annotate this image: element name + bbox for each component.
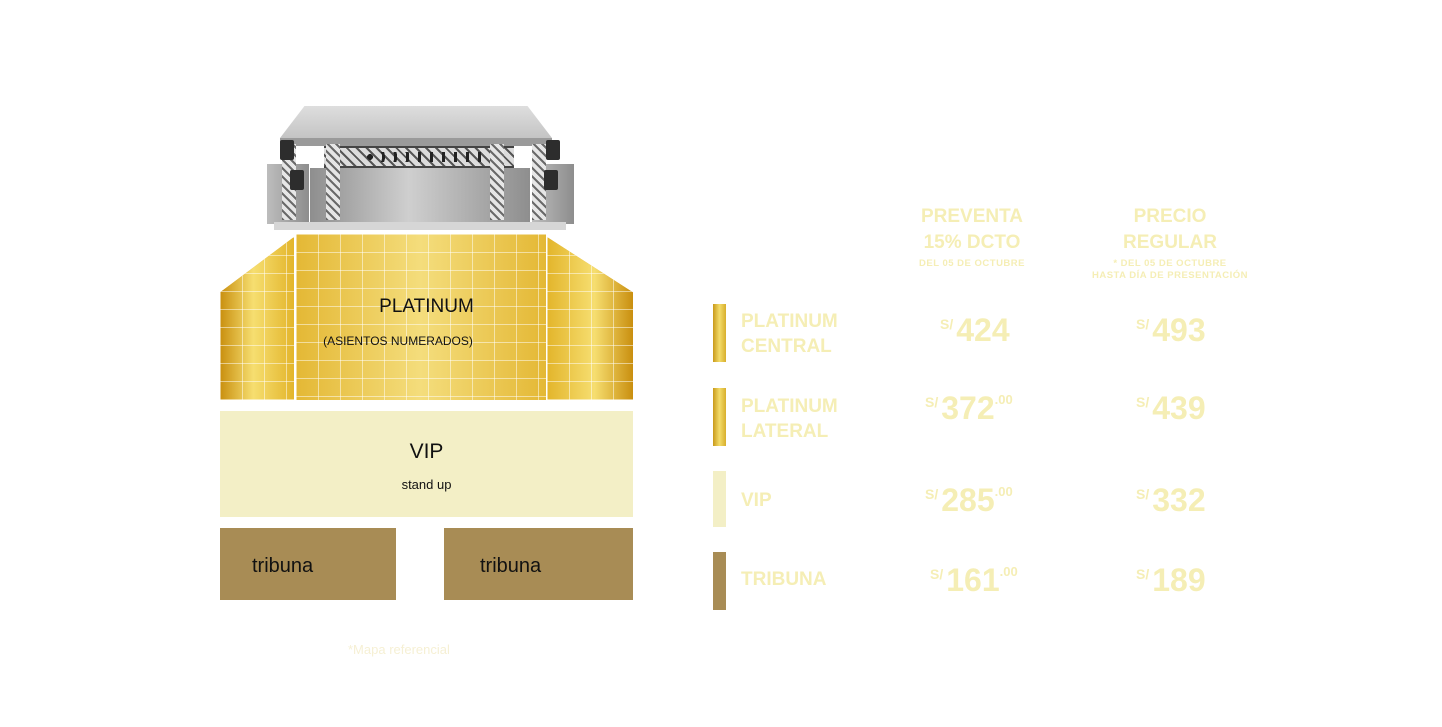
- platinum-lateral-presale-price: S/372.00: [925, 390, 1013, 427]
- speaker-icon: [544, 170, 558, 190]
- truss-pillar: [326, 144, 340, 220]
- price-decimals: .00: [994, 484, 1013, 499]
- vip-zone-subtitle: stand up: [401, 477, 452, 492]
- currency-symbol: S/: [925, 486, 939, 502]
- platinum-lateral-label: PLATINUM LATERAL: [741, 394, 838, 444]
- row-label-line2: LATERAL: [741, 421, 829, 442]
- price-value: 439: [1152, 390, 1206, 426]
- currency-symbol: S/: [940, 316, 954, 332]
- platinum-zone-title: PLATINUM: [379, 296, 474, 317]
- stage-lights: [364, 152, 484, 162]
- currency-symbol: S/: [1136, 486, 1150, 502]
- platinum-central-presale-price: S/424: [940, 312, 1010, 349]
- platinum-central-label: PLATINUM CENTRAL: [741, 309, 838, 359]
- presale-header-line2: 15% DCTO: [923, 232, 1021, 253]
- tribuna-regular-price: S/189: [1136, 562, 1206, 599]
- truss-pillar: [532, 144, 546, 220]
- vip-presale-price: S/285.00: [925, 482, 1013, 519]
- map-reference-note: *Mapa referencial: [348, 642, 450, 657]
- price-value: 493: [1152, 312, 1206, 348]
- regular-header-line2: REGULAR: [1123, 232, 1217, 253]
- regular-column-header: PRECIO REGULAR * DEL 05 DE OCTUBRE HASTA…: [1090, 204, 1250, 282]
- platinum-central-regular-price: S/493: [1136, 312, 1206, 349]
- vip-label: VIP: [741, 488, 772, 513]
- tribuna-left-label: tribuna: [252, 555, 314, 577]
- presale-header-line1: PREVENTA: [920, 206, 1024, 227]
- platinum-left-section[interactable]: [220, 237, 294, 400]
- currency-symbol: S/: [1136, 316, 1150, 332]
- platinum-lateral-regular-price: S/439: [1136, 390, 1206, 427]
- tribuna-swatch: [713, 552, 726, 610]
- platinum-center-section[interactable]: [296, 234, 546, 400]
- stage-roof-edge: [280, 138, 552, 146]
- platinum-lateral-swatch: [713, 388, 726, 446]
- price-value: 332: [1152, 482, 1206, 518]
- tribuna-label: TRIBUNA: [741, 567, 827, 592]
- regular-header-note2: HASTA DÍA DE PRESENTACIÓN: [1091, 270, 1249, 281]
- stage-floor: [274, 222, 566, 230]
- speaker-icon: [280, 140, 294, 160]
- vip-zone[interactable]: VIP stand up: [220, 411, 633, 517]
- stage-illustration: [264, 104, 576, 230]
- price-value: 189: [1152, 562, 1206, 598]
- price-value: 285: [941, 482, 995, 518]
- row-label-line1: VIP: [741, 490, 772, 511]
- currency-symbol: S/: [1136, 394, 1150, 410]
- price-decimals: .00: [999, 564, 1018, 579]
- truss-pillar: [490, 144, 504, 220]
- price-value: 424: [956, 312, 1010, 348]
- regular-header-note: * DEL 05 DE OCTUBRE: [1113, 258, 1227, 269]
- vip-zone-title: VIP: [409, 440, 444, 463]
- tribuna-presale-price: S/161.00: [930, 562, 1018, 599]
- currency-symbol: S/: [930, 566, 944, 582]
- row-label-line1: PLATINUM: [741, 396, 838, 417]
- presale-header-note: DEL 05 DE OCTUBRE: [919, 258, 1025, 269]
- platinum-zone-subtitle: (ASIENTOS NUMERADOS): [323, 334, 473, 348]
- price-value: 372: [941, 390, 995, 426]
- platinum-central-swatch: [713, 304, 726, 362]
- row-label-line1: PLATINUM: [741, 311, 838, 332]
- tribuna-right-label: tribuna: [480, 555, 542, 577]
- row-label-line2: CENTRAL: [741, 336, 832, 357]
- currency-symbol: S/: [925, 394, 939, 410]
- speaker-icon: [546, 140, 560, 160]
- tribuna-left-zone[interactable]: tribuna: [220, 528, 396, 600]
- truss-pillar: [282, 144, 296, 220]
- price-decimals: .00: [994, 392, 1013, 407]
- currency-symbol: S/: [1136, 566, 1150, 582]
- row-label-line1: TRIBUNA: [741, 569, 827, 590]
- platinum-right-section[interactable]: [547, 237, 633, 400]
- vip-regular-price: S/332: [1136, 482, 1206, 519]
- tribuna-right-zone[interactable]: tribuna: [444, 528, 633, 600]
- stage-roof: [280, 106, 552, 138]
- speaker-icon: [290, 170, 304, 190]
- vip-swatch: [713, 471, 726, 527]
- price-value: 161: [946, 562, 1000, 598]
- regular-header-line1: PRECIO: [1133, 206, 1207, 227]
- presale-column-header: PREVENTA 15% DCTO DEL 05 DE OCTUBRE: [902, 204, 1042, 270]
